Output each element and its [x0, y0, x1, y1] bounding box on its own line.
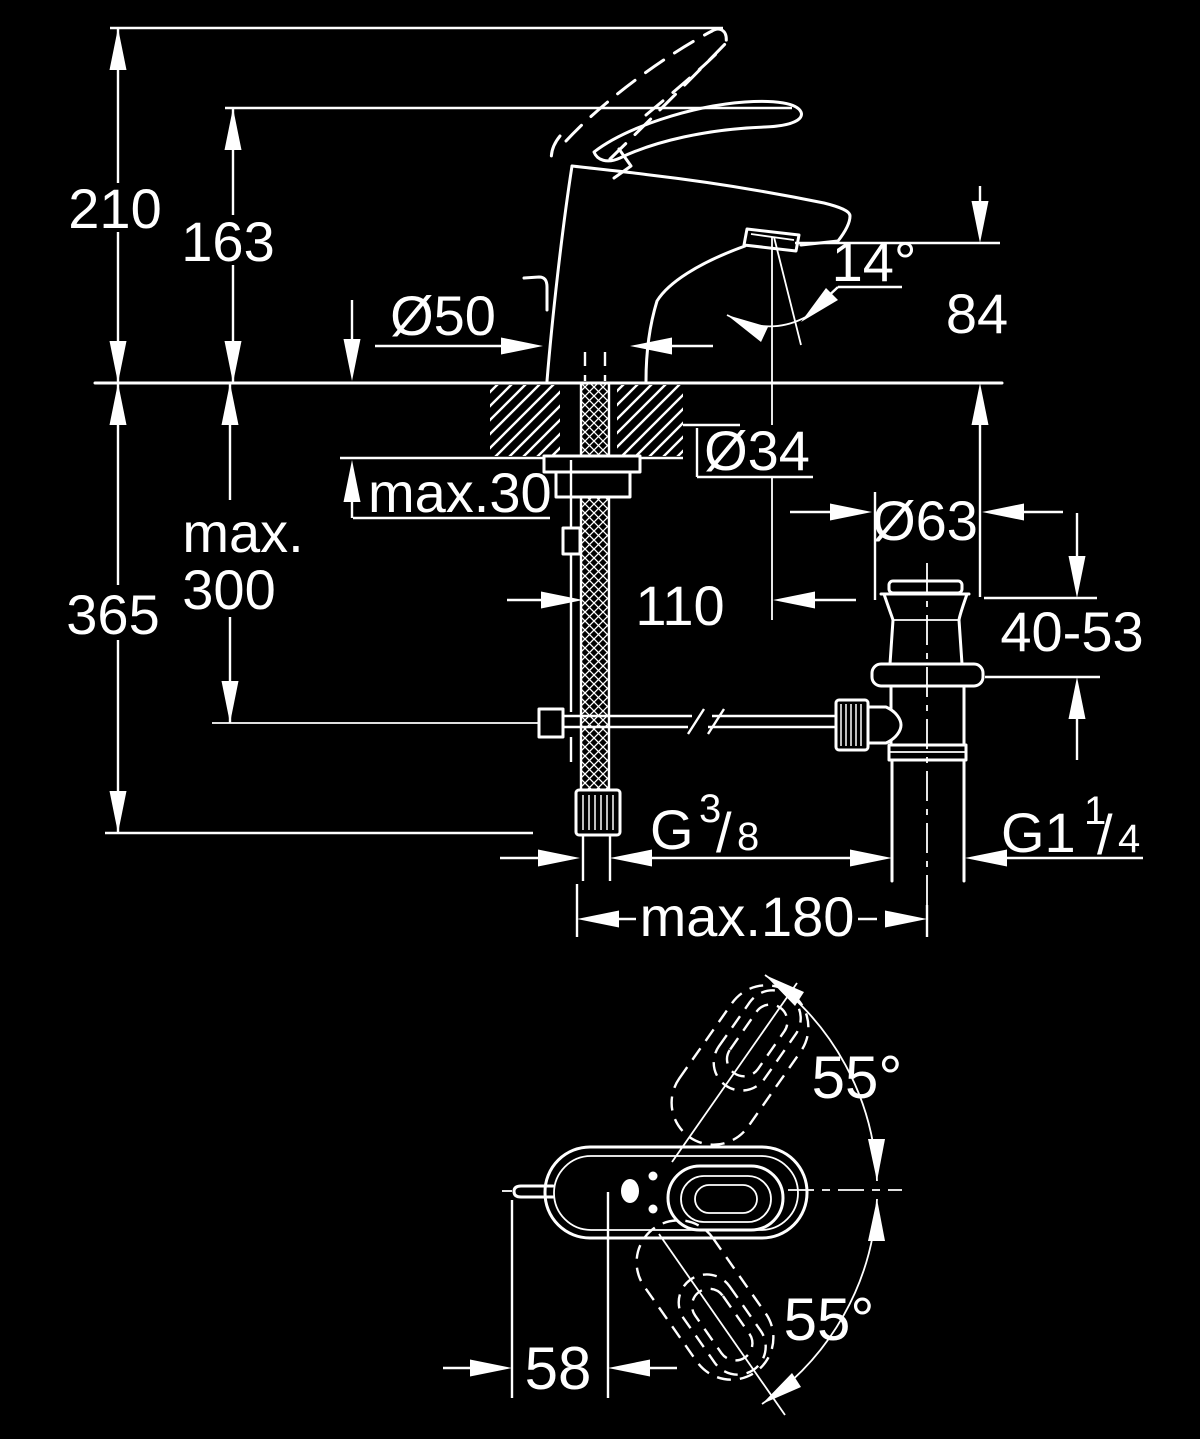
lower-axis-line [658, 1233, 786, 1416]
dim-max300: max. 300 [182, 383, 304, 723]
dim-58: 58 [443, 1192, 677, 1402]
linkage-break-2 [706, 708, 726, 735]
popup-skirt-left [882, 592, 895, 666]
g114-slash: / [1097, 803, 1113, 866]
countertop-section [93, 381, 1004, 460]
dim-g114: G1 1 / 4 [965, 789, 1143, 867]
hose-braid [581, 383, 609, 790]
handle-solid [592, 99, 803, 163]
dim-d50: Ø50 [375, 284, 713, 355]
pivot-dome [621, 1179, 639, 1203]
mounting-washer [542, 454, 642, 474]
knob-connector [866, 705, 903, 745]
dim-g38: G 3 / 8 [500, 787, 892, 867]
dim-d50-label: Ø50 [390, 284, 496, 347]
body-left-edge [545, 164, 574, 383]
dimensions-side-view: 210 163 365 max. 300 [66, 26, 1144, 948]
dim-max30: max.30 [343, 300, 552, 524]
linkage-break-1 [686, 708, 706, 735]
dim-84: 84 [795, 186, 1008, 597]
dim-max30-label: max.30 [368, 461, 552, 524]
dim-210: 210 [68, 26, 723, 383]
pull-rod-knob [522, 275, 549, 312]
dim-d63: Ø63 [790, 489, 1063, 600]
spout-underside-and-neck [644, 244, 747, 383]
dim-max300-word: max. [182, 501, 303, 564]
rod-coupling [561, 526, 582, 556]
g114-main: G1 [1001, 801, 1076, 864]
dim-max300-value: 300 [182, 558, 275, 621]
dim-110-label: 110 [635, 574, 724, 637]
body-dot-bottom [648, 1204, 658, 1214]
swivel-angle-55: 55° 55° [658, 974, 903, 1416]
raised-handle-rear [549, 134, 562, 170]
dim-d34: Ø34 [683, 419, 813, 620]
counter-hatch-right [617, 385, 683, 456]
g38-nut-ribs [582, 795, 614, 830]
g114-sup: 1 [1084, 789, 1106, 833]
upper-axis-line [671, 982, 798, 1163]
rod-clamp [537, 707, 565, 739]
pull-rod-linkage [212, 460, 842, 762]
pivot-detail [612, 147, 633, 180]
dim-84-label: 84 [946, 282, 1008, 345]
g38-nut [574, 788, 622, 837]
dim-210-label: 210 [68, 177, 161, 240]
dim-d34-label: Ø34 [704, 419, 810, 482]
top-view: 55° 55° 58 [443, 974, 903, 1416]
dim-365-label: 365 [66, 583, 159, 646]
dim-55-lower-label: 55° [784, 1286, 875, 1353]
g38-main: G [650, 798, 694, 861]
g38-sup: 3 [699, 787, 721, 831]
raised-handle-top-edge [564, 29, 714, 143]
body-outer-contour [543, 1145, 809, 1240]
top-view-body [502, 1145, 902, 1240]
dim-14deg-label: 14° [832, 230, 917, 293]
knob-ribs [840, 704, 862, 746]
handle-pad-inner [694, 1184, 758, 1214]
body-top-and-spout [570, 164, 852, 247]
g38-sub: 8 [737, 815, 759, 859]
g114-sub: 4 [1118, 817, 1140, 861]
dim-365: 365 [66, 383, 533, 835]
dim-58-label: 58 [525, 1335, 592, 1402]
dim-max180-label: max.180 [640, 885, 855, 948]
handle-pad-mid [680, 1175, 772, 1223]
handle-pad-outer [666, 1164, 785, 1232]
mounting-nut [554, 470, 632, 499]
dim-40-53-label: 40-53 [1000, 600, 1143, 663]
body-dot-top [648, 1171, 658, 1181]
popup-cap [887, 579, 964, 595]
dim-d63-label: Ø63 [872, 489, 978, 552]
supply-hose [542, 383, 642, 881]
handle-raised-dashed [549, 27, 728, 170]
spout-stub [512, 1184, 555, 1199]
counter-hatch-left [490, 385, 560, 456]
dim-55-upper-label: 55° [812, 1044, 903, 1111]
dim-163: 163 [181, 106, 792, 383]
raised-handle-inner [644, 49, 721, 117]
dim-110: 110 [507, 574, 856, 637]
dim-163-label: 163 [181, 210, 274, 273]
popup-skirt-right [957, 592, 969, 666]
outlet-angle-line [773, 236, 802, 346]
raised-handle-tip [710, 27, 728, 45]
dim-14deg: 14° [726, 230, 917, 425]
g38-slash: / [716, 801, 732, 864]
dim-max180: max.180 [575, 884, 929, 948]
side-view [93, 27, 1004, 935]
dim-40-53: 40-53 [984, 513, 1144, 760]
pop-up-drain-assembly [834, 563, 985, 935]
